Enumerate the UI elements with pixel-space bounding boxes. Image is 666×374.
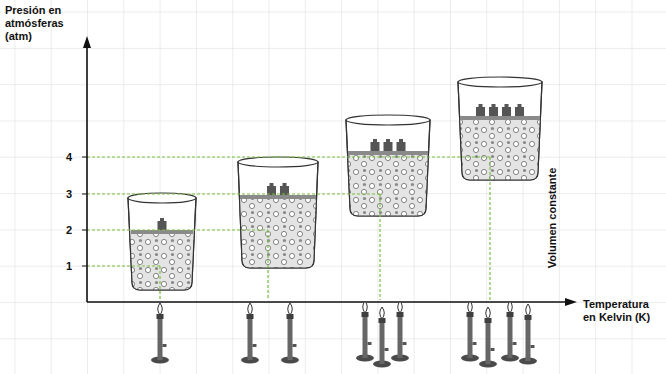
beaker [235, 157, 321, 272]
tick-number: 4 [50, 150, 72, 164]
beaker [455, 77, 545, 183]
axis-note: Volumen constante [545, 158, 559, 278]
axis-title: Presión en atmósferas (atm) [5, 4, 79, 43]
beaker [125, 193, 200, 292]
burners [151, 301, 537, 368]
beaker [343, 115, 433, 219]
axis-title: Temperatura en Kelvin (K) [583, 298, 663, 324]
tick-number: 3 [50, 187, 72, 201]
axes [82, 36, 577, 306]
guide-lines [87, 157, 490, 300]
tick-number: 1 [50, 259, 72, 273]
tick-number: 2 [50, 223, 72, 237]
